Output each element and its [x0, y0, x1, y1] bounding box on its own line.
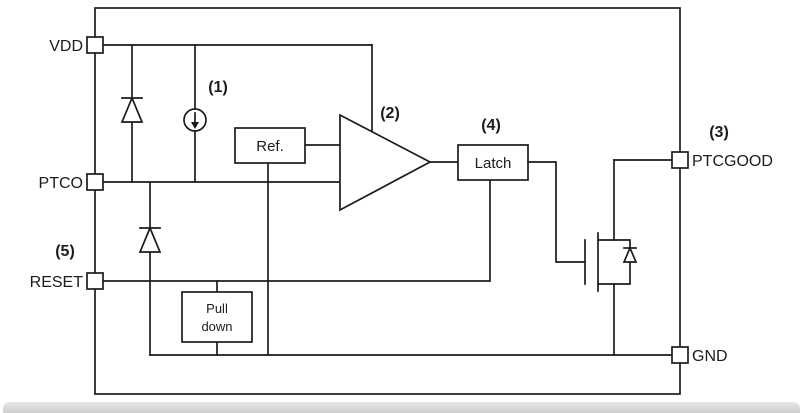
reset-wire	[102, 179, 491, 282]
vdd-pin-label: VDD	[49, 38, 83, 55]
ptco-pin	[86, 173, 104, 191]
annotation-2: (2)	[380, 105, 400, 122]
ref-block-label: Ref.	[256, 138, 284, 155]
esd-diode-gnd-icon	[138, 181, 162, 356]
comparator-triangle	[339, 113, 459, 212]
annotation-1: (1)	[208, 79, 228, 96]
ptco-pin-label: PTCO	[39, 175, 83, 192]
reset-pin	[86, 272, 104, 290]
annotation-4: (4)	[481, 117, 501, 134]
latch-block-label: Latch	[475, 155, 512, 172]
ptcgood-pin-label: PTCGOOD	[692, 153, 773, 170]
vdd-pin	[86, 36, 104, 54]
annotation-5: (5)	[55, 243, 75, 260]
annotation-3: (3)	[709, 124, 729, 141]
vdd-rail	[102, 44, 373, 135]
pulldown-label-line2: down	[201, 319, 232, 334]
body-diode-icon	[613, 239, 638, 285]
pulldown-label-line1: Pull	[206, 301, 228, 316]
reset-pin-label: RESET	[30, 274, 84, 291]
current-source-icon	[183, 44, 207, 183]
gnd-pin	[671, 346, 689, 364]
ic-boundary	[94, 7, 681, 395]
ref-block	[234, 127, 341, 356]
pulldown-block	[181, 280, 253, 356]
gnd-pin-label: GND	[692, 348, 728, 365]
latch-block	[457, 144, 586, 263]
esd-diode-vdd-icon	[120, 44, 144, 183]
bottom-strip	[3, 402, 800, 413]
ptcgood-pin	[671, 151, 689, 169]
